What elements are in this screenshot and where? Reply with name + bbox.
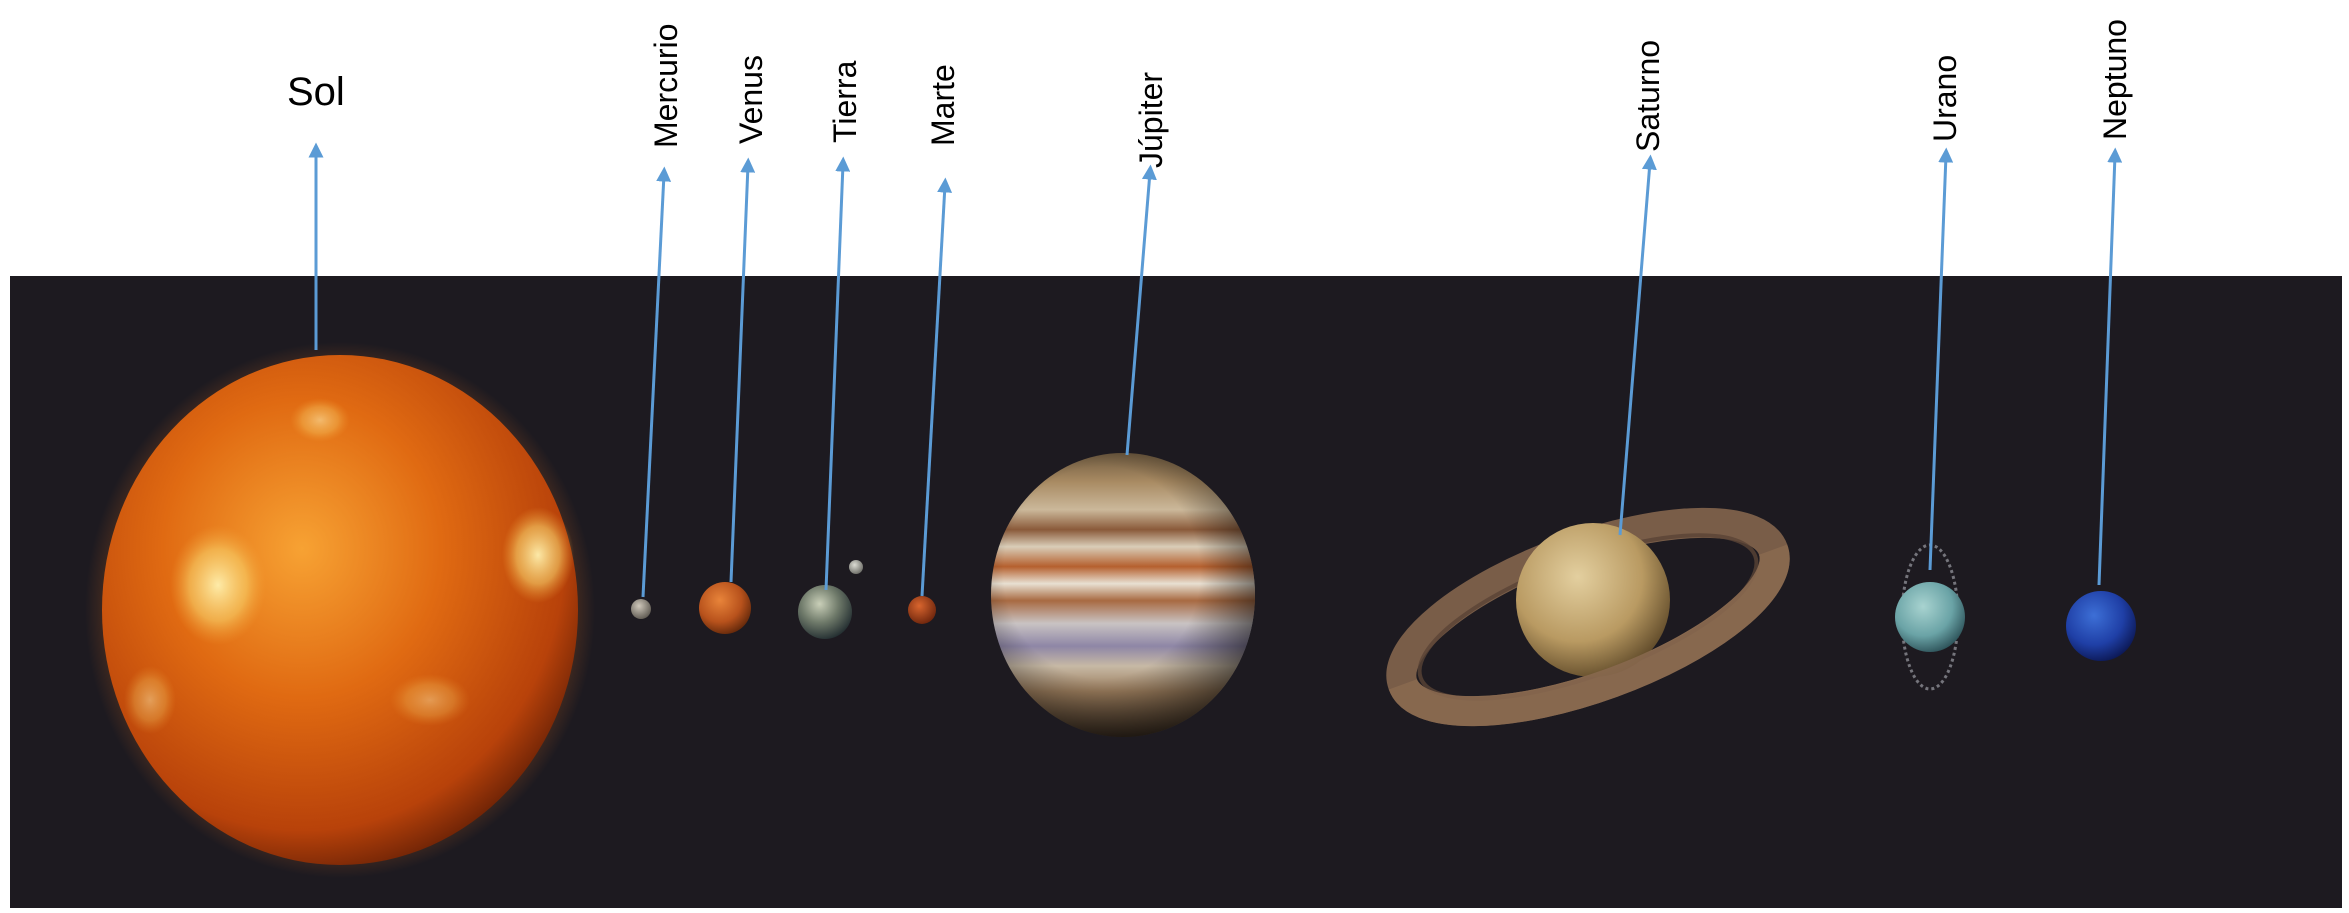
uranus-label: Urano [1927, 54, 1963, 142]
moon-body [849, 560, 863, 574]
earth-body [798, 585, 852, 639]
venus-body [699, 582, 751, 634]
venus-label: Venus [733, 55, 769, 144]
sun-label: Sol [287, 70, 345, 114]
saturn-arrow [1618, 154, 1657, 536]
neptune-arrow [2097, 147, 2123, 586]
venus-arrow [729, 157, 756, 583]
earth-arrow [824, 156, 851, 591]
jupiter-label: Júpiter [1133, 71, 1169, 168]
uranus-arrow [1928, 147, 1954, 571]
jupiter-body [991, 453, 1255, 737]
saturn-label: Saturno [1630, 39, 1666, 152]
saturn-body [1386, 507, 1790, 727]
mars-arrow [920, 177, 953, 597]
mercury-body [631, 599, 651, 619]
mars-body [908, 596, 936, 624]
mercury-label: Mercurio [648, 23, 684, 148]
mars-label: Marte [925, 64, 961, 146]
earth-label: Tierra [827, 60, 863, 143]
mercury-arrow [641, 166, 672, 598]
neptune-label: Neptuno [2097, 19, 2133, 140]
pointer-arrows [308, 142, 2123, 598]
sun-body [85, 342, 595, 878]
neptune-body [2066, 591, 2136, 661]
jupiter-arrow [1125, 164, 1157, 456]
